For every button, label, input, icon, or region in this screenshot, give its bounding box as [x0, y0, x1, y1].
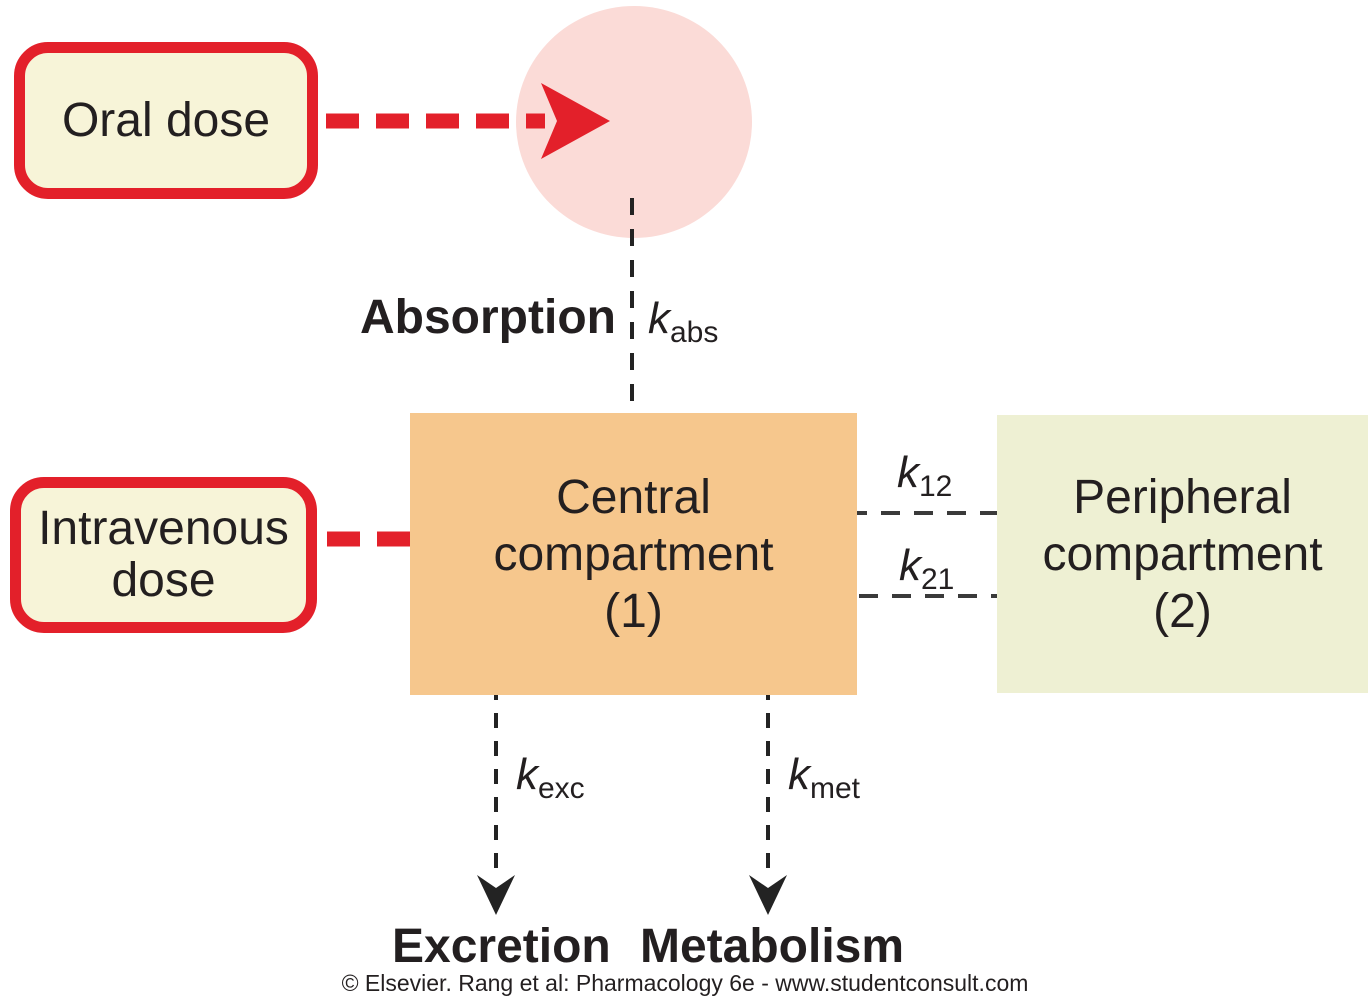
k-exc-arrow [477, 657, 515, 915]
iv-dose-box: Intravenous dose [10, 477, 317, 633]
peripheral-compartment-number: (2) [1153, 584, 1212, 638]
k21-base: k [899, 541, 921, 590]
oral-dose-arrow [326, 83, 610, 159]
k-abs-sub: abs [670, 316, 719, 349]
k-met-arrow [749, 657, 787, 915]
k-met-sub: met [810, 772, 861, 805]
iv-dose-label-line2: dose [111, 554, 216, 607]
k12-sub: 12 [919, 470, 953, 503]
peripheral-compartment-label-line1: Peripheral [1073, 470, 1292, 524]
k21-label: k21 [899, 541, 954, 595]
oral-dose-box: Oral dose [14, 42, 318, 199]
central-compartment-label-line1: Central [556, 470, 711, 524]
central-compartment-box: Central compartment (1) [410, 413, 857, 695]
iv-dose-label-line1: Intravenous [38, 502, 289, 555]
metabolism-label: Metabolism [640, 920, 905, 973]
absorption-label: Absorption [360, 291, 616, 344]
credit-line: © Elsevier. Rang et al: Pharmacology 6e … [341, 970, 1029, 996]
k21-sub: 21 [921, 563, 955, 596]
k-exc-base: k [516, 750, 538, 799]
k-met-base: k [788, 750, 810, 799]
excretion-label: Excretion [392, 920, 611, 973]
central-compartment-label-line2: compartment [493, 527, 774, 581]
k-abs-base: k [648, 294, 670, 343]
central-compartment-number: (1) [604, 584, 663, 638]
peripheral-compartment-box: Peripheral compartment (2) [997, 415, 1368, 693]
k-abs-label: kabs [648, 294, 718, 348]
peripheral-compartment-label-line2: compartment [1042, 527, 1323, 581]
k-met-label: kmet [788, 750, 860, 804]
k-exc-sub: exc [538, 772, 585, 805]
oral-dose-label: Oral dose [61, 93, 271, 147]
k-exc-label: kexc [516, 750, 585, 804]
k12-base: k [897, 448, 919, 497]
k12-label: k12 [897, 448, 952, 502]
